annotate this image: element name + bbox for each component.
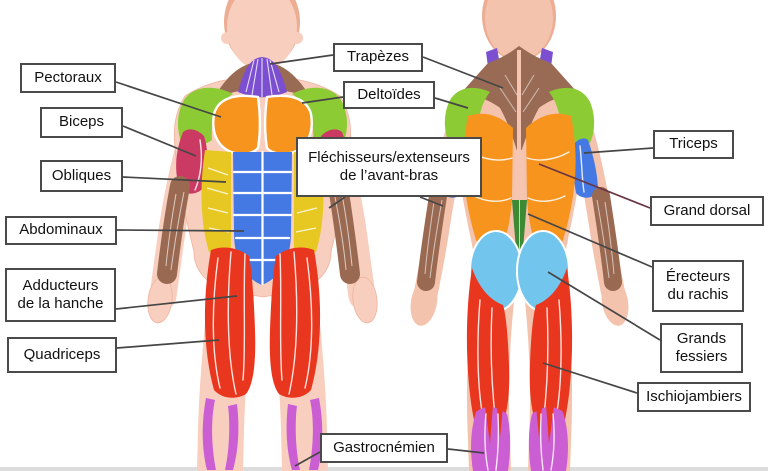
front-head (221, 0, 303, 70)
leader-line-flechisseurs (328, 196, 346, 209)
back-head (482, 0, 556, 61)
leader-line-deltoides (301, 96, 344, 104)
leader-line-quadriceps (116, 339, 220, 349)
back-figure (410, 0, 629, 471)
back-trapezius (462, 46, 577, 158)
leader-line-trapezes (422, 56, 504, 89)
leader-line-flechisseurs (419, 196, 444, 207)
back-hamstrings (466, 268, 573, 429)
back-deltoids (444, 87, 595, 147)
leader-line-triceps (583, 147, 654, 154)
leader-line-ischiojambiers (542, 362, 638, 394)
leader-line-trapezes (269, 54, 334, 65)
back-hands (410, 278, 629, 326)
leader-line-erecteurs (527, 213, 653, 268)
leader-line-obliques (122, 176, 227, 183)
leader-line-abdominaux (116, 229, 245, 232)
leader-line-pectoraux (115, 81, 222, 118)
back-forearms (417, 187, 622, 291)
front-neck-trapezius (214, 57, 311, 98)
front-quadriceps (204, 247, 321, 398)
leader-line-gastrocnemien (447, 448, 485, 454)
leader-line-fessiers (547, 271, 661, 341)
leader-lines (115, 54, 661, 467)
leader-line-gastrocnemien (294, 451, 321, 467)
leader-line-deltoides (434, 97, 469, 109)
leader-line-biceps (122, 125, 197, 157)
bottom-edge-strip (0, 467, 768, 471)
leader-line-grand-dorsal (538, 163, 651, 209)
front-abdominals (232, 150, 293, 286)
front-figure (147, 0, 378, 471)
leader-line-adducteurs (115, 295, 238, 310)
front-hands (147, 276, 378, 324)
back-gastrocnemius (471, 404, 568, 471)
